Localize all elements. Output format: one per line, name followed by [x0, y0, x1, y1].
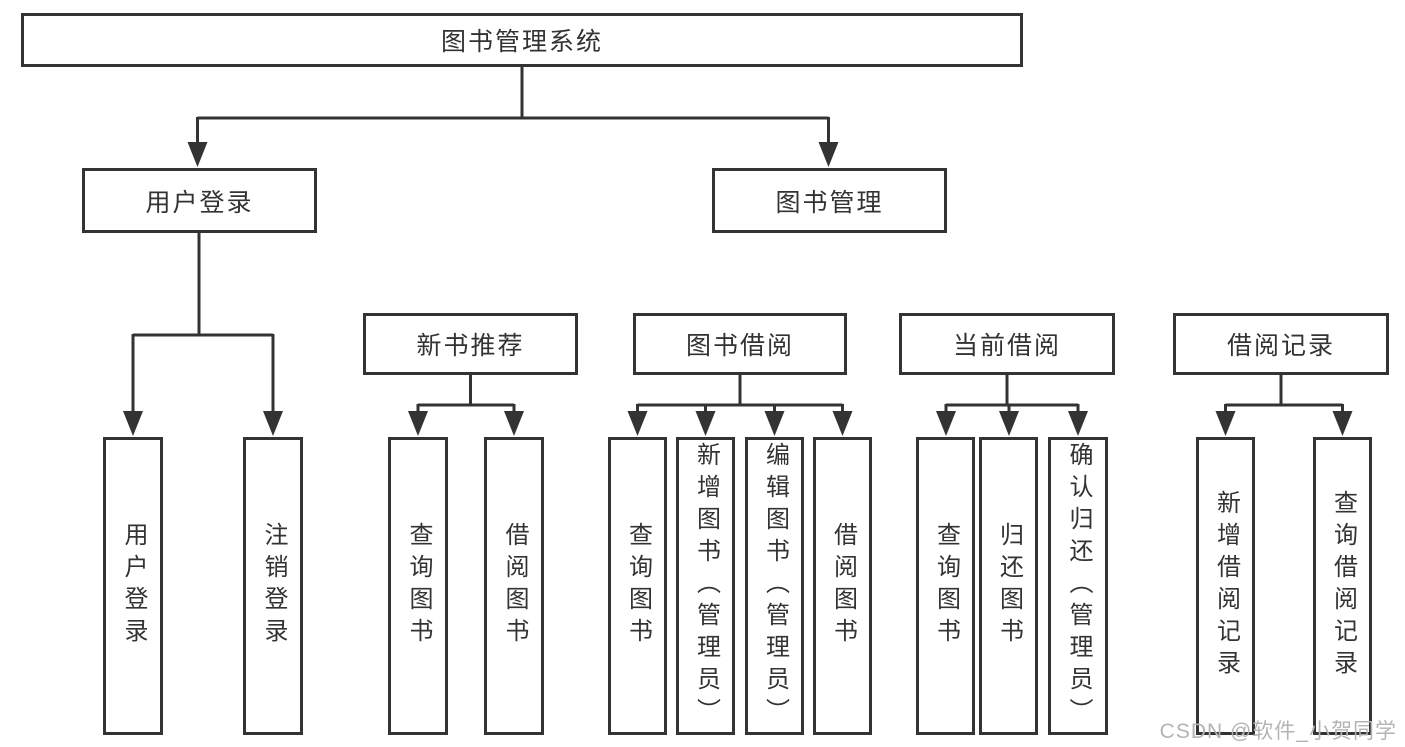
connector-book-borrow — [636, 374, 844, 415]
node-label: 用户登录 — [120, 522, 147, 650]
arrowhead — [999, 411, 1019, 436]
node-leaf-query-books: 查询图书 — [608, 437, 667, 735]
node-label: 用户登录 — [145, 188, 254, 217]
node-leaf-query-books: 查询图书 — [916, 437, 975, 735]
node-leaf-edit-books-admin: 编辑图书（管理员） — [745, 437, 804, 735]
connector-new-book-rec — [416, 374, 516, 415]
node-label: 图书管理 — [775, 188, 884, 217]
node-label: 确认归还（管理员） — [1065, 442, 1092, 730]
arrowhead — [1332, 411, 1353, 436]
node-label: 注销登录 — [260, 522, 287, 650]
node-label: 查询图书 — [932, 522, 960, 650]
node-label: 归还图书 — [995, 522, 1023, 650]
node-label: 查询图书 — [405, 522, 432, 650]
node-current-borrowing: 当前借阅 — [899, 313, 1115, 375]
node-leaf-borrow-books: 借阅图书 — [813, 437, 872, 735]
arrowhead — [695, 411, 716, 436]
node-leaf-user-login: 用户登录 — [103, 437, 163, 735]
node-library-system: 图书管理系统 — [21, 13, 1023, 67]
node-label: 新增借阅记录 — [1212, 490, 1240, 682]
node-label: 图书借阅 — [685, 332, 794, 360]
arrowhead — [818, 142, 839, 167]
node-label: 图书管理系统 — [440, 28, 603, 56]
node-new-book-recommend: 新书推荐 — [363, 313, 578, 375]
node-book-borrowing: 图书借阅 — [633, 313, 847, 375]
node-label: 新增图书（管理员） — [692, 442, 720, 730]
node-label: 编辑图书（管理员） — [761, 442, 789, 730]
node-leaf-add-borrow-record: 新增借阅记录 — [1196, 437, 1255, 735]
node-leaf-logout: 注销登录 — [243, 437, 303, 735]
node-label: 当前借阅 — [952, 332, 1061, 360]
arrowhead — [408, 411, 428, 436]
arrowhead — [123, 411, 143, 436]
node-user-login: 用户登录 — [82, 168, 317, 233]
connector-user-login — [131, 232, 275, 415]
node-label: 查询借阅记录 — [1329, 490, 1357, 682]
node-label: 新书推荐 — [416, 332, 525, 360]
arrowhead — [764, 411, 785, 436]
connector-current-borrow — [944, 374, 1080, 415]
node-leaf-query-books: 查询图书 — [388, 437, 448, 735]
connector-root — [196, 66, 830, 146]
node-leaf-borrow-books: 借阅图书 — [484, 437, 544, 735]
node-leaf-confirm-return-admin: 确认归还（管理员） — [1048, 437, 1108, 735]
arrowhead — [1215, 411, 1236, 436]
arrowhead — [832, 411, 853, 436]
arrowhead — [504, 411, 524, 436]
connector-borrow-records — [1224, 374, 1344, 415]
node-leaf-return-books: 归还图书 — [979, 437, 1038, 735]
node-book-management: 图书管理 — [712, 168, 947, 233]
node-label: 借阅记录 — [1226, 332, 1335, 360]
arrowhead — [936, 411, 956, 436]
arrowhead — [627, 411, 648, 436]
node-borrowing-records: 借阅记录 — [1173, 313, 1389, 375]
node-leaf-add-books-admin: 新增图书（管理员） — [676, 437, 735, 735]
node-leaf-query-borrow-record: 查询借阅记录 — [1313, 437, 1372, 735]
csdn-watermark: CSDN @软件_小贺同学 — [1159, 720, 1397, 743]
node-label: 借阅图书 — [829, 522, 857, 650]
arrowhead — [1068, 411, 1088, 436]
node-label: 查询图书 — [624, 522, 652, 650]
arrowhead — [187, 142, 208, 167]
arrowhead — [263, 411, 283, 436]
node-label: 借阅图书 — [501, 522, 528, 650]
